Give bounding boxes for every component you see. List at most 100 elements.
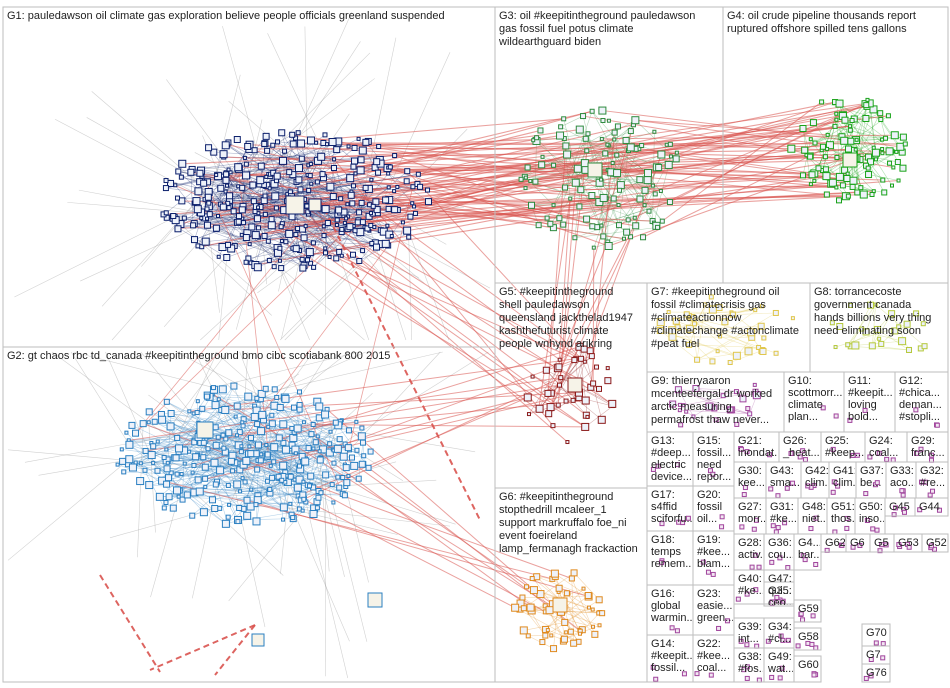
group-label-g22: G22:#kee...coal... xyxy=(697,638,730,674)
graph-node xyxy=(174,225,182,233)
group-label-g32: G32:#re... xyxy=(920,465,945,489)
graph-node xyxy=(173,183,178,188)
graph-node xyxy=(336,484,343,491)
graph-edge xyxy=(209,436,311,477)
group-label-line: G4... xyxy=(798,537,822,549)
graph-node xyxy=(680,520,686,526)
graph-node xyxy=(275,473,282,480)
graph-node xyxy=(292,245,300,253)
group-label-g59: G59 xyxy=(798,603,819,615)
graph-node xyxy=(191,462,197,468)
graph-node xyxy=(809,119,817,127)
graph-node xyxy=(279,420,288,429)
graph-node xyxy=(718,334,723,339)
group-label-line: G38: xyxy=(738,651,762,663)
graph-node xyxy=(873,302,878,307)
graph-node xyxy=(528,201,536,209)
graph-node xyxy=(321,205,330,214)
graph-edge xyxy=(573,572,600,600)
graph-node xyxy=(307,173,313,179)
group-label-line: #ke... xyxy=(770,513,797,525)
graph-node xyxy=(780,637,786,643)
graph-node xyxy=(309,509,318,518)
graph-node xyxy=(202,475,209,482)
graph-edge xyxy=(214,624,256,676)
graph-node xyxy=(258,410,267,419)
graph-edge xyxy=(267,452,296,457)
group-label-line: G59 xyxy=(798,603,819,615)
group-label-line: green... xyxy=(697,612,734,624)
graph-node xyxy=(225,241,232,248)
graph-node xyxy=(247,242,252,247)
graph-node xyxy=(187,409,192,414)
graph-node xyxy=(867,454,873,460)
graph-node xyxy=(913,310,920,317)
graph-edge xyxy=(872,313,892,346)
graph-node xyxy=(848,303,854,309)
graph-node xyxy=(345,202,350,207)
graph-node xyxy=(406,234,412,240)
graph-edge xyxy=(564,599,600,623)
graph-edge xyxy=(688,315,764,352)
graph-node xyxy=(357,156,365,164)
graph-node xyxy=(871,145,876,150)
graph-node xyxy=(874,325,882,333)
graph-node xyxy=(273,205,279,211)
graph-node xyxy=(917,507,923,513)
graph-node xyxy=(591,630,599,638)
graph-node xyxy=(880,641,886,647)
graph-node xyxy=(305,248,314,257)
graph-edge xyxy=(523,572,575,609)
graph-edge xyxy=(872,304,876,346)
group-label-line: event foeireland xyxy=(499,530,577,542)
graph-node xyxy=(839,542,845,548)
group-label-line: #climateactionnow xyxy=(651,312,742,324)
graph-edge xyxy=(192,437,280,516)
graph-node xyxy=(844,145,852,153)
graph-edge xyxy=(695,388,756,393)
graph-node xyxy=(805,483,811,489)
graph-node xyxy=(785,565,791,571)
graph-node xyxy=(558,375,564,381)
graph-node xyxy=(253,215,261,223)
graph-node xyxy=(425,187,431,193)
graph-node xyxy=(242,234,250,242)
graph-node xyxy=(351,183,357,189)
group-label-line: need eliminating soon xyxy=(814,325,921,337)
graph-node xyxy=(571,357,578,364)
graph-node xyxy=(889,183,894,188)
graph-node xyxy=(264,443,269,448)
graph-node xyxy=(891,512,897,518)
graph-node xyxy=(253,263,262,272)
graph-node xyxy=(125,440,134,449)
graph-node xyxy=(774,595,780,601)
graph-edge xyxy=(167,413,172,463)
graph-node xyxy=(835,172,844,181)
graph-node xyxy=(285,229,294,238)
graph-edge xyxy=(249,144,813,176)
graph-node xyxy=(280,439,287,446)
graph-node xyxy=(822,172,831,181)
graph-node xyxy=(251,633,265,647)
graph-node xyxy=(287,473,294,480)
graph-node xyxy=(724,618,730,624)
graph-node xyxy=(201,463,209,471)
graph-node xyxy=(849,118,855,124)
group-label-line: clim... xyxy=(805,477,834,489)
graph-node xyxy=(295,226,301,232)
graph-node xyxy=(536,590,545,599)
graph-node xyxy=(581,586,586,591)
graph-edge xyxy=(373,193,873,207)
graph-node xyxy=(605,142,610,147)
graph-node xyxy=(873,157,878,162)
graph-node xyxy=(354,219,361,226)
graph-node xyxy=(801,146,809,154)
group-label-line: kashthefuturist climate xyxy=(499,325,608,337)
graph-node xyxy=(250,198,257,205)
graph-nodes xyxy=(115,97,942,683)
graph-node xyxy=(610,195,617,202)
graph-node xyxy=(656,326,664,334)
graph-node xyxy=(577,186,585,194)
